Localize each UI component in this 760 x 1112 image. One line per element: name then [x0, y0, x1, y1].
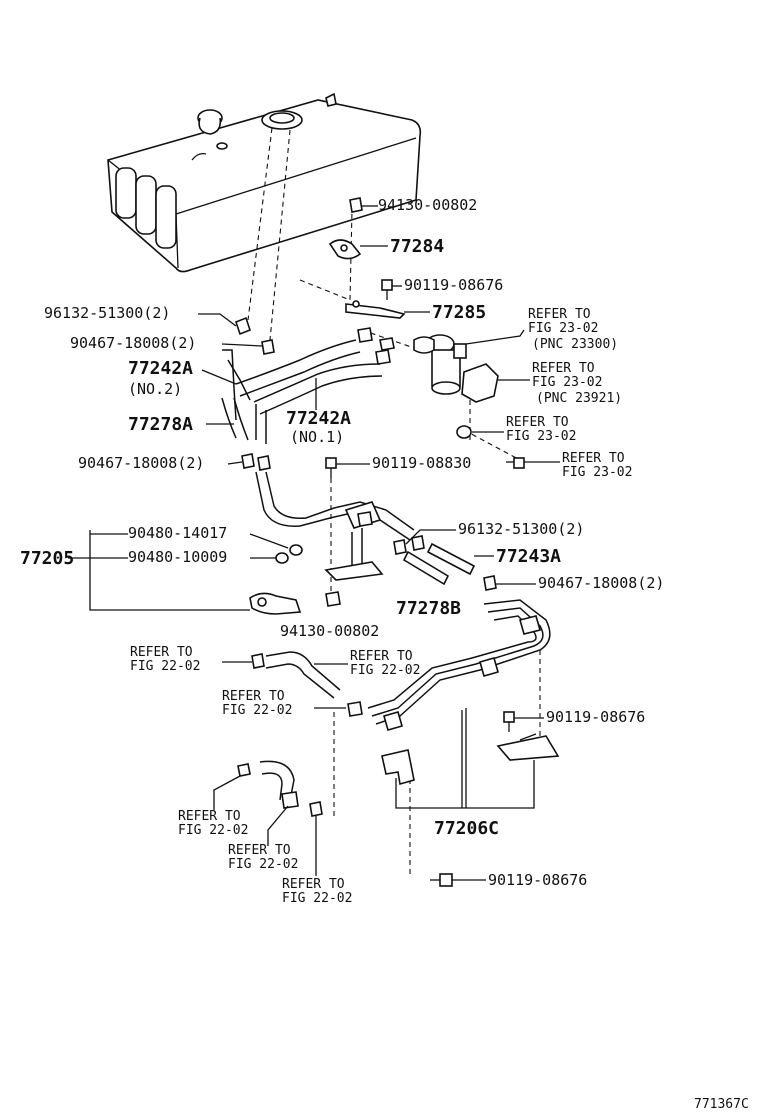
clip-96132-a: [235, 316, 251, 336]
label-ref-2302-b-2: FIG 23-02: [532, 375, 602, 390]
label-ref-2202-f-1: REFER TO: [282, 877, 345, 892]
label-90467-a: 90467-18008(2): [70, 334, 196, 352]
hose-77278a: [221, 397, 249, 441]
label-77278b: 77278B: [396, 598, 461, 619]
label-ref-2202-c-2: FIG 22-02: [222, 703, 292, 718]
clip-90467-a: [261, 339, 275, 355]
pipe-assy-77206c: [347, 599, 551, 731]
label-ref-2202-d-1: REFER TO: [178, 809, 241, 824]
valve-pnc-23300: [425, 334, 467, 395]
nut-ref-2302-c: [456, 425, 472, 439]
nut-94130-bot: [325, 591, 341, 607]
clips-near-77285: [357, 327, 435, 365]
label-94130-top: 94130-00802: [378, 196, 477, 214]
label-ref-2202-b-1: REFER TO: [350, 649, 413, 664]
hose-77243a: [426, 542, 476, 576]
label-ref-2302-a-2: FIG 23-02: [528, 321, 598, 336]
label-90467-b: 90467-18008(2): [78, 454, 204, 472]
nut-94130-top: [349, 197, 363, 213]
label-77278a: 77278A: [128, 414, 193, 435]
bolt-90119-top: [381, 279, 393, 300]
hose-ref-2202-d: [237, 760, 299, 809]
label-ref-2202-f-2: FIG 22-02: [282, 891, 352, 906]
label-90119-top: 90119-08676: [404, 276, 503, 294]
label-ref-2302-c-2: FIG 23-02: [506, 429, 576, 444]
label-ref-2302-b-1: REFER TO: [532, 361, 595, 376]
label-ref-2302-a-1: REFER TO: [528, 307, 591, 322]
label-ref-2302-d-2: FIG 23-02: [562, 465, 632, 480]
label-90467-c: 90467-18008(2): [538, 574, 664, 592]
clamp-assy-77205: [249, 592, 302, 615]
bolt-ref-2302-d: [506, 457, 525, 469]
label-ref-2202-e-1: REFER TO: [228, 843, 291, 858]
label-pnc-23921: (PNC 23921): [536, 391, 622, 406]
label-no2: (NO.2): [128, 380, 182, 398]
bolt-90119-bottom: [430, 873, 453, 887]
grommet-90480-10009: [275, 552, 289, 564]
bracket-pnc-23921: [461, 363, 499, 403]
label-ref-2202-a-1: REFER TO: [130, 645, 193, 660]
label-77242a-no1: 77242A: [286, 408, 351, 429]
grommet-90480-14017: [289, 544, 303, 556]
label-77285: 77285: [432, 302, 486, 323]
label-77205: 77205: [20, 548, 74, 569]
fuel-tank: [107, 92, 422, 273]
label-90480-14017: 90480-14017: [128, 524, 227, 542]
clip-96132-b: [393, 535, 425, 555]
label-90119-bottom: 90119-08676: [488, 871, 587, 889]
bolt-90119-lowright: [503, 711, 515, 732]
label-77242a-no2: 77242A: [128, 358, 193, 379]
hose-77242a-no1: [253, 363, 383, 444]
bracket-lowleft: [381, 749, 415, 786]
label-ref-2302-c-1: REFER TO: [506, 415, 569, 430]
clip-ref-2202-a: [251, 653, 265, 669]
label-90119-mid: 90119-08830: [372, 454, 471, 472]
label-96132-a: 96132-51300(2): [44, 304, 170, 322]
clip-ref-2202-f: [309, 801, 323, 817]
hose-77242a-no2: [222, 339, 361, 421]
pipe-assy-77205: [255, 471, 415, 581]
label-ref-2202-d-2: FIG 22-02: [178, 823, 248, 838]
figure-code: 771367C: [694, 1097, 749, 1112]
label-no1: (NO.1): [290, 428, 344, 446]
hose-ref-2202-b: [265, 651, 341, 699]
label-pnc-23300: (PNC 23300): [532, 337, 618, 352]
label-94130-bot: 94130-00802: [280, 622, 379, 640]
bracket-lowright: [496, 733, 560, 761]
label-77284: 77284: [390, 236, 444, 257]
clamp-77285: [345, 300, 406, 319]
label-96132-b: 96132-51300(2): [458, 520, 584, 538]
label-ref-2202-a-2: FIG 22-02: [130, 659, 200, 674]
hose-77278b: [402, 550, 450, 586]
label-ref-2202-b-2: FIG 22-02: [350, 663, 420, 678]
label-90480-10009: 90480-10009: [128, 548, 227, 566]
label-77206c: 77206C: [434, 818, 499, 839]
label-77243a: 77243A: [496, 546, 561, 567]
label-ref-2302-d-1: REFER TO: [562, 451, 625, 466]
clip-90467-c: [483, 575, 497, 591]
label-ref-2202-e-2: FIG 22-02: [228, 857, 298, 872]
label-90119-lowright: 90119-08676: [546, 708, 645, 726]
clip-90467-b: [241, 453, 271, 471]
bracket-77284: [328, 239, 362, 260]
label-ref-2202-c-1: REFER TO: [222, 689, 285, 704]
bolt-90119-mid: [325, 457, 337, 478]
